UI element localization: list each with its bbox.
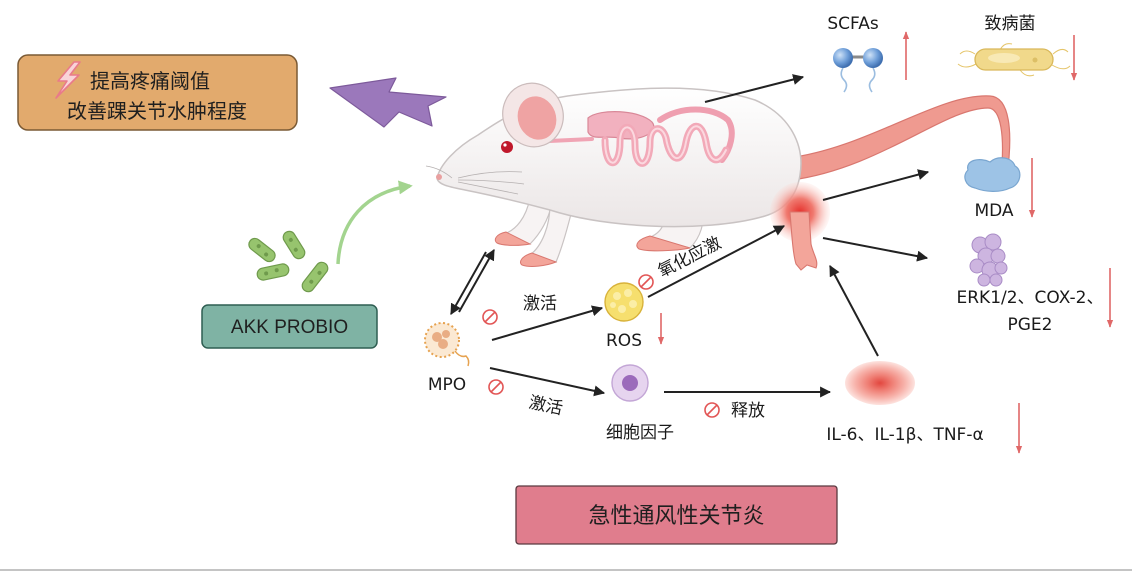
mouse-intestine-highlight	[604, 125, 727, 165]
ankle-to-mda-arrow	[822, 169, 930, 201]
mouse-stomach	[587, 111, 655, 140]
ros-to-ankle-arrow	[647, 225, 785, 298]
prohibited-icon	[704, 402, 720, 418]
bacteria-icon	[248, 230, 329, 293]
probiotic-box: AKK PROBIO	[201, 304, 378, 349]
effect-line-1: 提高疼痛阈值	[90, 69, 210, 93]
disease-label: 急性通风性关节炎	[588, 504, 764, 529]
scfa-molecule-icon	[833, 48, 883, 93]
scfas-label: SCFAs	[827, 14, 879, 34]
inflammation-to-ankle-arrow	[829, 265, 879, 357]
ankle-to-erk-arrow	[822, 237, 929, 262]
mouse-eye-highlight	[503, 143, 507, 147]
cytokine-cell-icon	[611, 364, 649, 402]
mouse-inflamed-foot	[789, 211, 818, 271]
lightning-icon	[55, 61, 81, 99]
mouse-nose	[436, 174, 442, 180]
protein-icon	[969, 233, 1008, 287]
ros-cell-icon	[604, 282, 644, 322]
gut-to-scfas-arrow	[704, 74, 805, 103]
probiotic-label: AKK PROBIO	[231, 317, 348, 338]
mouse-paw	[636, 235, 691, 252]
inflammation-icon	[845, 361, 915, 405]
mpo-to-cytokines-arrow	[489, 367, 606, 397]
prohibited-icon	[488, 379, 504, 395]
mouse-to-mpo-arrow	[450, 251, 487, 315]
probiotic-box-bg	[201, 304, 378, 349]
mouse-ear-inner	[517, 96, 557, 140]
effect-arrow	[329, 77, 447, 128]
probiotic-arrow	[336, 180, 413, 265]
prohibited-icon	[638, 274, 654, 290]
ros-label: ROS	[606, 331, 642, 351]
mda-blob-icon	[964, 157, 1021, 192]
neutrophil-icon	[424, 322, 470, 367]
effect-box-bg	[17, 54, 298, 131]
pathogenic-bacteria-icon	[957, 43, 1071, 77]
prohibited-icon	[482, 309, 498, 325]
disease-box-bg	[515, 485, 838, 545]
pathogens-label: 致病菌	[985, 14, 1036, 34]
mpo-to-cytokines-label: 激活	[527, 393, 564, 420]
mouse-paw	[519, 252, 558, 267]
cytokines-label: 细胞因子	[606, 423, 674, 443]
mda-label: MDA	[974, 201, 1013, 221]
inflammatory-factors-label: IL-6、IL-1β、TNF-α	[826, 425, 983, 445]
effect-box: 提高疼痛阈值 改善踝关节水肿程度	[17, 54, 298, 131]
mouse-whiskers	[425, 165, 525, 195]
mpo-to-ros-label: 激活	[523, 294, 557, 314]
disease-box: 急性通风性关节炎	[515, 485, 838, 545]
erk-cox-label: ERK1/2、COX-2、	[957, 288, 1104, 308]
mpo-to-mouse-arrow	[458, 249, 495, 313]
mouse-illustration	[425, 82, 1011, 271]
mouse-eye	[501, 141, 513, 153]
mpo-label: MPO	[428, 375, 466, 395]
mpo-to-ros-arrow	[491, 305, 604, 341]
pge2-label: PGE2	[1008, 315, 1053, 335]
mouse-paw	[494, 231, 532, 246]
effect-line-2: 改善踝关节水肿程度	[67, 99, 247, 123]
release-label: 释放	[731, 401, 765, 421]
